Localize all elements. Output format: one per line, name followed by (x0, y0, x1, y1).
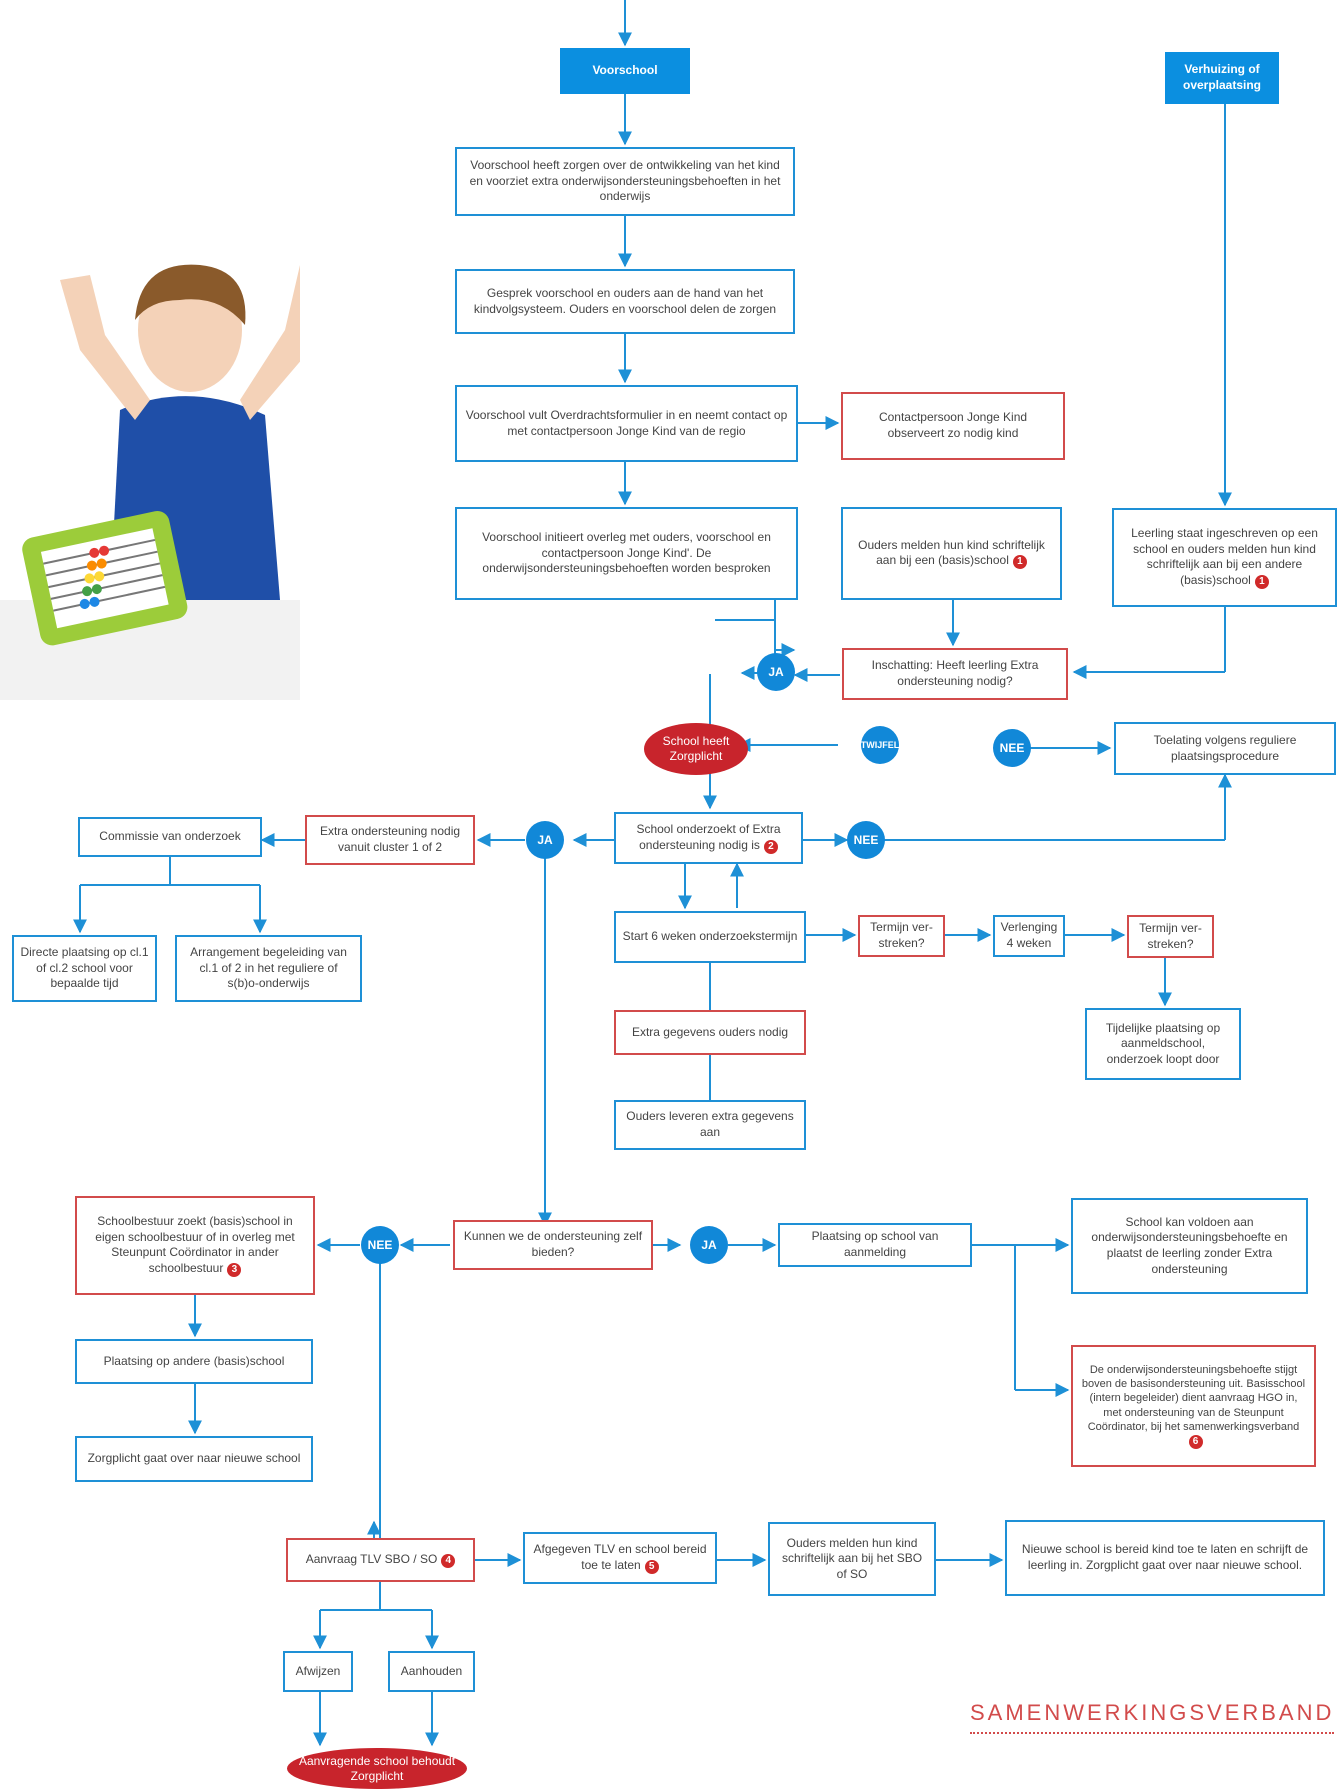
text-commissie: Commissie van onderzoek (99, 829, 241, 844)
box-afwijzen: Afwijzen (283, 1651, 353, 1692)
text-plaatsing-andere: Plaatsing op andere (basis)school (103, 1353, 285, 1368)
box-contactpersoon: Contactpersoon Jonge Kind observeert zo … (841, 392, 1065, 460)
box-aanhouden: Aanhouden (388, 1651, 475, 1692)
text-stijgt: De onderwijsondersteuningsbehoefte stijg… (1081, 1363, 1306, 1433)
text-ouders-sbo: Ouders melden hun kind schriftelijk aan … (781, 1535, 923, 1581)
twijfel-circle: TWIJFEL (861, 726, 899, 764)
box-nieuwe-school: Nieuwe school is bereid kind toe te late… (1005, 1520, 1325, 1596)
box-gesprek: Gesprek voorschool en ouders aan de hand… (455, 269, 795, 334)
text-arrangement: Arrangement begeleiding van cl.1 of 2 in… (190, 945, 347, 991)
box-onderzoekt: School onderzoekt of Extra ondersteuning… (614, 812, 803, 864)
text-plaatsing-aanmelding: Plaatsing op school van aanmelding (811, 1229, 939, 1259)
nee-circle: NEE (361, 1226, 399, 1264)
box-termijn-2: Termijn ver-streken? (1127, 915, 1214, 958)
text-overleg: Voorschool initieert overleg met ouders,… (482, 530, 771, 576)
text-extra-gegevens: Extra gegevens ouders nodig (631, 1024, 789, 1039)
aanvragende-school-oval: Aanvragende school behoudt Zorgplicht (287, 1748, 467, 1789)
box-plaatsing-aanmelding: Plaatsing op school van aanmelding (778, 1223, 972, 1267)
footnote-marker: 1 (1254, 574, 1269, 589)
text-ouders-leveren: Ouders leveren extra gegevens aan (626, 1109, 794, 1139)
ja-circle: JA (690, 1226, 728, 1264)
box-overleg: Voorschool initieert overleg met ouders,… (455, 507, 798, 600)
text-toelating: Toelating volgens reguliere plaatsingspr… (1153, 732, 1297, 763)
box-start-6-weken: Start 6 weken onderzoekstermijn (614, 911, 806, 963)
box-inschatting: Inschatting: Heeft leerling Extra onders… (842, 648, 1068, 700)
box-kunnen: Kunnen we de ondersteuning zelf bieden? (453, 1220, 653, 1270)
box-ingeschreven: Leerling staat ingeschreven op een schoo… (1112, 508, 1337, 607)
text-termijn-1: Termijn ver-streken? (870, 920, 933, 950)
text-termijn-2: Termijn ver-streken? (1139, 920, 1202, 951)
text-tijdelijke: Tijdelijke plaatsing op aanmeldschool, o… (1105, 1020, 1221, 1066)
box-cluster: Extra ondersteuning nodig vanuit cluster… (305, 815, 475, 865)
ja-circle: JA (757, 653, 795, 691)
text-overdracht: Voorschool vult Overdrachtsformulier in … (465, 407, 788, 438)
nee-circle: NEE (847, 821, 885, 859)
text-zorgen-voorschool: Voorschool heeft zorgen over de ontwikke… (469, 158, 781, 204)
ja-circle: JA (526, 821, 564, 859)
box-afgegeven-tlv: Afgegeven TLV en school bereid toe te la… (523, 1532, 717, 1584)
text-kunnen: Kunnen we de ondersteuning zelf bieden? (463, 1229, 643, 1259)
child-photo (0, 264, 300, 700)
footnote-marker: 4 (441, 1554, 456, 1568)
box-zorgen-voorschool: Voorschool heeft zorgen over de ontwikke… (455, 147, 795, 216)
footnote-marker: 6 (1188, 1435, 1203, 1450)
text-start-6-weken: Start 6 weken onderzoekstermijn (622, 929, 798, 944)
box-extra-gegevens: Extra gegevens ouders nodig (614, 1010, 806, 1055)
box-ouders-leveren: Ouders leveren extra gegevens aan (614, 1100, 806, 1150)
text-verlenging: Verlenging 4 weken (1000, 920, 1058, 950)
box-plaatsing-andere: Plaatsing op andere (basis)school (75, 1339, 313, 1384)
text-directe-plaatsing: Directe plaatsing op cl.1 of cl.2 school… (20, 945, 149, 991)
box-ouders-sbo: Ouders melden hun kind schriftelijk aan … (768, 1522, 936, 1596)
footnote-marker: 2 (763, 839, 778, 854)
footnote-marker: 5 (644, 1559, 659, 1574)
box-zorgplicht-over: Zorgplicht gaat over naar nieuwe school (75, 1436, 313, 1482)
text-aanvraag-tlv: Aanvraag TLV SBO / SO (305, 1552, 438, 1566)
text-contactpersoon: Contactpersoon Jonge Kind observeert zo … (878, 410, 1028, 440)
box-arrangement: Arrangement begeleiding van cl.1 of 2 in… (175, 935, 362, 1002)
footnote-marker: 1 (1012, 555, 1027, 570)
box-toelating: Toelating volgens reguliere plaatsingspr… (1114, 722, 1336, 775)
text-ingeschreven: Leerling staat ingeschreven op een schoo… (1131, 526, 1318, 587)
box-verlenging: Verlenging 4 weken (993, 915, 1065, 957)
box-aanmelden: Ouders melden hun kind schriftelijk aan … (841, 507, 1062, 600)
text-zorgplicht-over: Zorgplicht gaat over naar nieuwe school (87, 1451, 301, 1466)
nee-circle: NEE (993, 729, 1031, 767)
box-termijn-1: Termijn ver-streken? (858, 915, 945, 957)
text-inschatting: Inschatting: Heeft leerling Extra onders… (871, 658, 1039, 688)
box-stijgt: De onderwijsondersteuningsbehoefte stijg… (1071, 1345, 1316, 1467)
text-schoolbestuur: Schoolbestuur zoekt (basis)school in eig… (95, 1214, 295, 1275)
box-commissie: Commissie van onderzoek (78, 817, 262, 857)
zorgplicht-oval: School heeft Zorgplicht (644, 723, 748, 775)
text-afwijzen: Afwijzen (295, 1663, 341, 1678)
verhuizing-box: Verhuizing of overplaatsing (1165, 52, 1279, 104)
voorschool-box: Voorschool (560, 48, 690, 94)
box-tijdelijke: Tijdelijke plaatsing op aanmeldschool, o… (1085, 1008, 1241, 1080)
box-kan-voldoen: School kan voldoen aan onderwijsonderste… (1071, 1198, 1308, 1294)
text-gesprek: Gesprek voorschool en ouders aan de hand… (473, 285, 777, 316)
footnote-marker: 3 (227, 1262, 242, 1277)
box-overdracht: Voorschool vult Overdrachtsformulier in … (455, 385, 798, 462)
text-afgegeven-tlv: Afgegeven TLV en school bereid toe te la… (533, 1542, 707, 1572)
text-aanhouden: Aanhouden (400, 1663, 463, 1678)
text-nieuwe-school: Nieuwe school is bereid kind toe te late… (1021, 1542, 1309, 1572)
text-kan-voldoen: School kan voldoen aan onderwijsonderste… (1091, 1214, 1288, 1276)
text-aanmelden: Ouders melden hun kind schriftelijk aan … (858, 537, 1045, 568)
text-cluster: Extra ondersteuning nodig vanuit cluster… (319, 824, 461, 854)
brand-samenwerkingsverband: SAMENWERKINGSVERBAND (970, 1700, 1335, 1734)
box-directe-plaatsing: Directe plaatsing op cl.1 of cl.2 school… (12, 935, 157, 1002)
box-schoolbestuur: Schoolbestuur zoekt (basis)school in eig… (75, 1196, 315, 1295)
text-onderzoekt: School onderzoekt of Extra ondersteuning… (636, 822, 781, 852)
